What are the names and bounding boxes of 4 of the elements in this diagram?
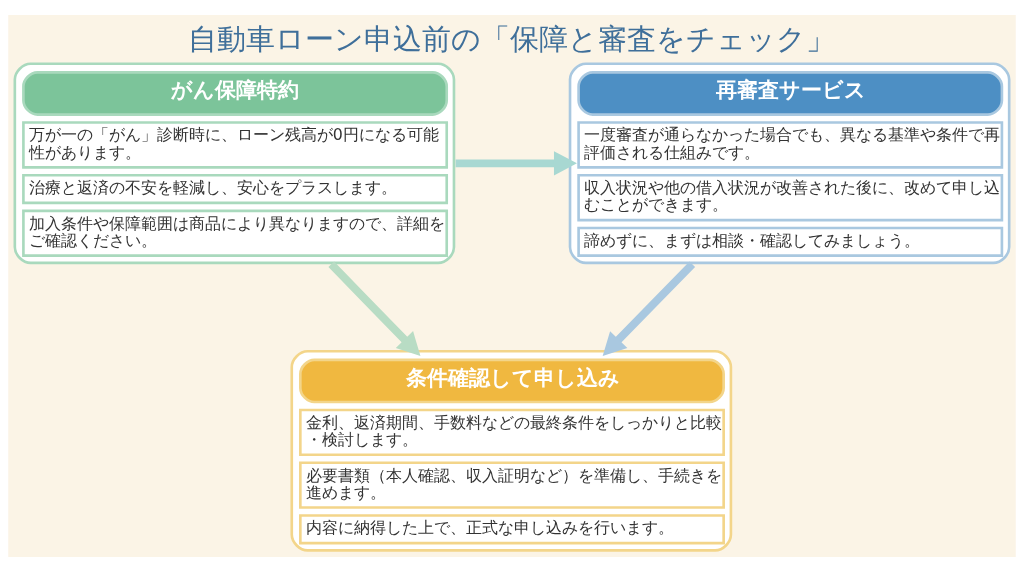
diagram-title: 自動車ローン申込前の「保障と審査をチェック」	[188, 21, 836, 56]
arrow	[455, 151, 577, 176]
arrow	[328, 261, 421, 357]
arrow	[602, 261, 696, 357]
